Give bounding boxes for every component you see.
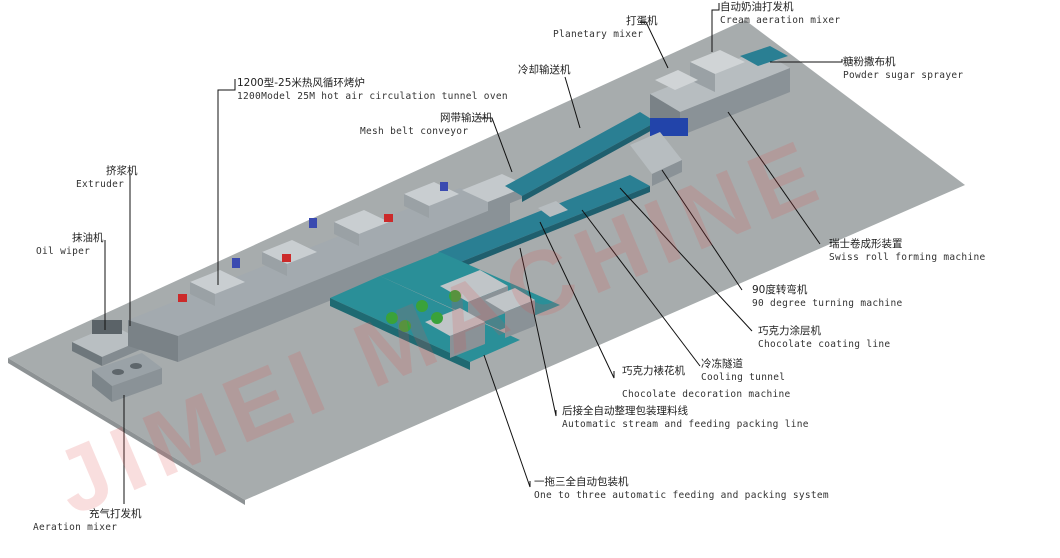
label-cream-aeration-mixer: 自动奶油打发机 Cream aeration mixer — [720, 1, 840, 27]
label-en: Cooling tunnel — [701, 372, 786, 383]
packing-area — [330, 252, 560, 370]
upper-forming-section — [650, 46, 790, 136]
label-en: Powder sugar sprayer — [843, 70, 964, 81]
label-cn: 自动奶油打发机 — [720, 1, 794, 13]
label-oil-wiper: 抹油机 Oil wiper — [36, 232, 104, 258]
label-powder-sugar-sprayer: 糖粉撒布机 Powder sugar sprayer — [843, 56, 963, 82]
label-mesh-belt-conveyor: 网带输送机 Mesh belt conveyor — [360, 112, 493, 138]
label-cn: 一拖三全自动包装机 — [534, 476, 629, 488]
label-cn: 冷却输送机 — [518, 64, 571, 76]
label-cn: 挤浆机 — [106, 165, 138, 177]
label-cn: 后接全自动整理包装理料线 — [562, 405, 688, 417]
label-cn: 充气打发机 — [89, 508, 142, 520]
label-en: Mesh belt conveyor — [360, 126, 469, 137]
label-cn: 巧克力裱花机 — [622, 365, 685, 377]
label-cn: 打蛋机 — [626, 15, 658, 27]
label-aeration-mixer: 充气打发机 Aeration mixer — [33, 508, 142, 534]
label-en: Planetary mixer — [553, 29, 644, 40]
tunnel-oven-body — [128, 182, 510, 362]
label-chocolate-coating-line: 巧克力涂层机 Chocolate coating line — [758, 325, 890, 351]
aeration-mixer-unit — [92, 353, 162, 402]
label-en: Oil wiper — [36, 246, 91, 257]
label-tunnel-oven: 1200型-25米热风循环烤炉 1200Model 25M hot air ci… — [237, 77, 508, 103]
label-en: 90 degree turning machine — [752, 298, 903, 309]
leader-lines — [104, 3, 843, 504]
label-cn: 90度转弯机 — [752, 284, 808, 296]
label-cn: 瑞士卷成形装置 — [829, 238, 903, 250]
label-en: Cream aeration mixer — [720, 15, 841, 26]
label-en: 1200Model 25M hot air circulation tunnel… — [237, 91, 508, 102]
label-90-degree-turning-machine: 90度转弯机 90 degree turning machine — [752, 284, 903, 310]
label-en: Extruder — [76, 179, 125, 190]
label-en: Automatic stream and feeding packing lin… — [562, 419, 809, 430]
label-cn: 糖粉撒布机 — [843, 56, 896, 68]
lower-conveyor-line — [438, 175, 650, 269]
label-cn: 巧克力涂层机 — [758, 325, 821, 337]
turning-machine-unit — [630, 132, 682, 186]
label-cooling-tunnel: 冷冻隧道 Cooling tunnel — [701, 358, 785, 384]
label-en: Chocolate decoration machine — [622, 389, 791, 400]
label-en: Chocolate coating line — [758, 339, 891, 350]
label-extruder: 挤浆机 Extruder — [76, 165, 138, 191]
label-swiss-roll-forming-machine: 瑞士卷成形装置 Swiss roll forming machine — [829, 238, 986, 264]
label-chocolate-decoration-machine: 巧克力裱花机 Chocolate decoration machine — [622, 365, 791, 401]
label-en: Aeration mixer — [33, 522, 118, 533]
label-cn: 1200型-25米热风循环烤炉 — [237, 77, 365, 89]
floor-plate-edge — [8, 358, 245, 505]
floor-plate — [8, 20, 965, 500]
label-cn: 冷冻隧道 — [701, 358, 743, 370]
label-automatic-packing-line: 后接全自动整理包装理料线 Automatic stream and feedin… — [562, 405, 809, 431]
label-planetary-mixer: 打蛋机 Planetary mixer — [553, 15, 658, 41]
cooling-conveyor-unit — [505, 112, 656, 202]
label-cn: 抹油机 — [72, 232, 104, 244]
label-en: One to three automatic feeding and packi… — [534, 490, 829, 501]
label-cooling-conveyor: 冷却输送机 — [518, 64, 571, 77]
label-cn: 网带输送机 — [440, 112, 493, 124]
label-automatic-packing-system: 一拖三全自动包装机 One to three automatic feeding… — [534, 476, 829, 502]
label-en: Swiss roll forming machine — [829, 252, 986, 263]
